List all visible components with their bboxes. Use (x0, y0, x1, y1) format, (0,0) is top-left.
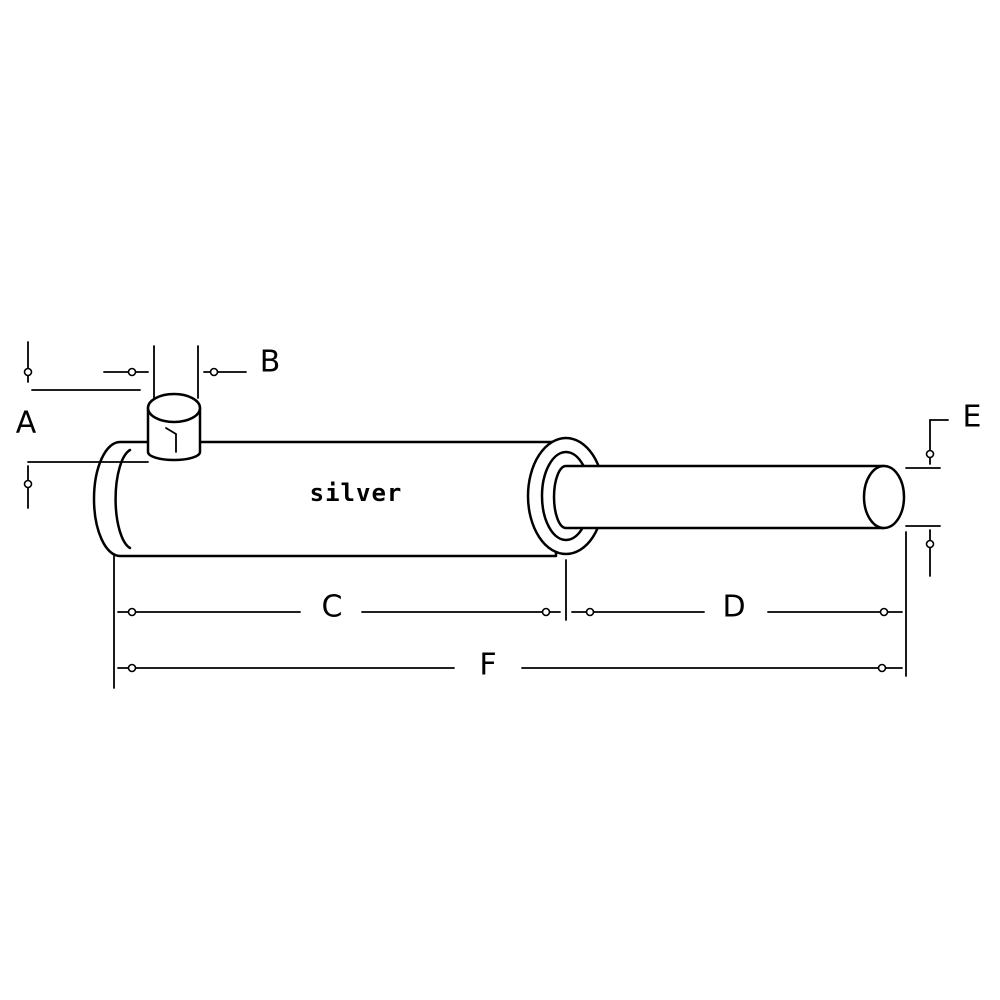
dimension-e: E (905, 400, 982, 577)
dimension-b-label: B (260, 345, 281, 380)
inlet-pipe (146, 392, 202, 462)
dimension-f: F (117, 648, 903, 683)
dimension-a: A (16, 341, 149, 509)
dimension-a-label: A (16, 406, 37, 441)
dimension-d: D (571, 590, 903, 625)
dimension-e-label: E (963, 400, 982, 435)
dimension-c-label: C (322, 590, 343, 625)
dimension-c: C (117, 590, 561, 625)
dimension-f-label: F (479, 648, 496, 683)
extension-lines (113, 531, 907, 689)
body-label: silver (310, 479, 403, 507)
dimension-b: B (103, 345, 281, 399)
dimension-d-label: D (722, 590, 745, 625)
outlet-pipe (552, 464, 906, 530)
